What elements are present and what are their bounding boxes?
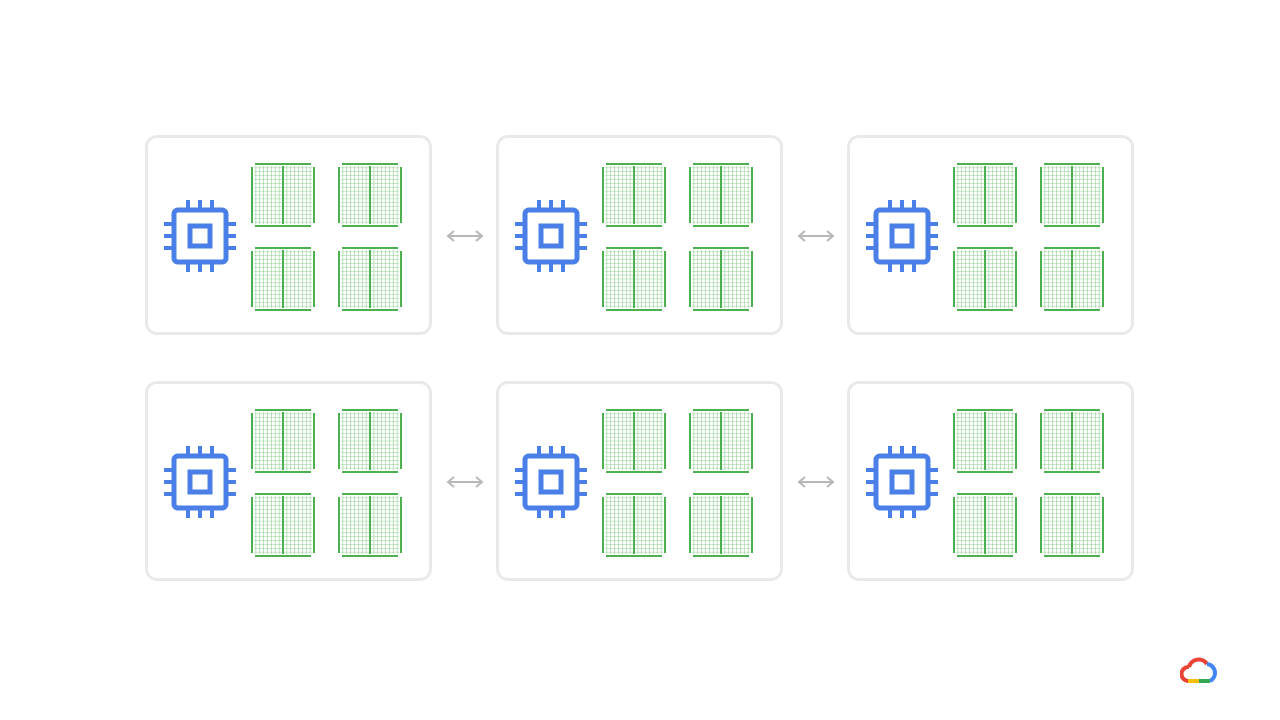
host-box xyxy=(145,135,432,335)
tpu-chip-icon xyxy=(1040,163,1104,227)
tpu-chip-icon xyxy=(338,163,402,227)
tpu-chip-icon xyxy=(689,163,753,227)
bidirectional-arrow-icon xyxy=(797,230,835,242)
tpu-chip-icon xyxy=(689,493,753,557)
tpu-chip-icon xyxy=(953,409,1017,473)
tpu-chip-icon xyxy=(338,493,402,557)
tpu-chip-icon xyxy=(1040,247,1104,311)
tpu-chip-icon xyxy=(689,409,753,473)
tpu-chip-icon xyxy=(953,163,1017,227)
host-box xyxy=(847,381,1134,581)
tpu-chip-icon xyxy=(1040,493,1104,557)
bidirectional-arrow-icon xyxy=(446,476,484,488)
cpu-chip-icon xyxy=(515,200,587,272)
host-box xyxy=(145,381,432,581)
google-cloud-logo-icon xyxy=(1180,657,1217,683)
host-box xyxy=(847,135,1134,335)
tpu-chip-icon xyxy=(338,409,402,473)
tpu-chip-icon xyxy=(602,409,666,473)
tpu-chip-icon xyxy=(251,493,315,557)
tpu-chip-icon xyxy=(251,163,315,227)
tpu-chip-icon xyxy=(338,247,402,311)
cpu-chip-icon xyxy=(515,446,587,518)
tpu-chip-icon xyxy=(953,493,1017,557)
cpu-chip-icon xyxy=(164,200,236,272)
bidirectional-arrow-icon xyxy=(446,230,484,242)
cpu-chip-icon xyxy=(866,200,938,272)
tpu-chip-icon xyxy=(251,247,315,311)
tpu-chip-icon xyxy=(602,163,666,227)
bidirectional-arrow-icon xyxy=(797,476,835,488)
host-box xyxy=(496,381,783,581)
cpu-chip-icon xyxy=(866,446,938,518)
tpu-chip-icon xyxy=(602,493,666,557)
tpu-chip-icon xyxy=(251,409,315,473)
tpu-chip-icon xyxy=(602,247,666,311)
cpu-chip-icon xyxy=(164,446,236,518)
tpu-chip-icon xyxy=(953,247,1017,311)
tpu-chip-icon xyxy=(689,247,753,311)
host-box xyxy=(496,135,783,335)
tpu-chip-icon xyxy=(1040,409,1104,473)
